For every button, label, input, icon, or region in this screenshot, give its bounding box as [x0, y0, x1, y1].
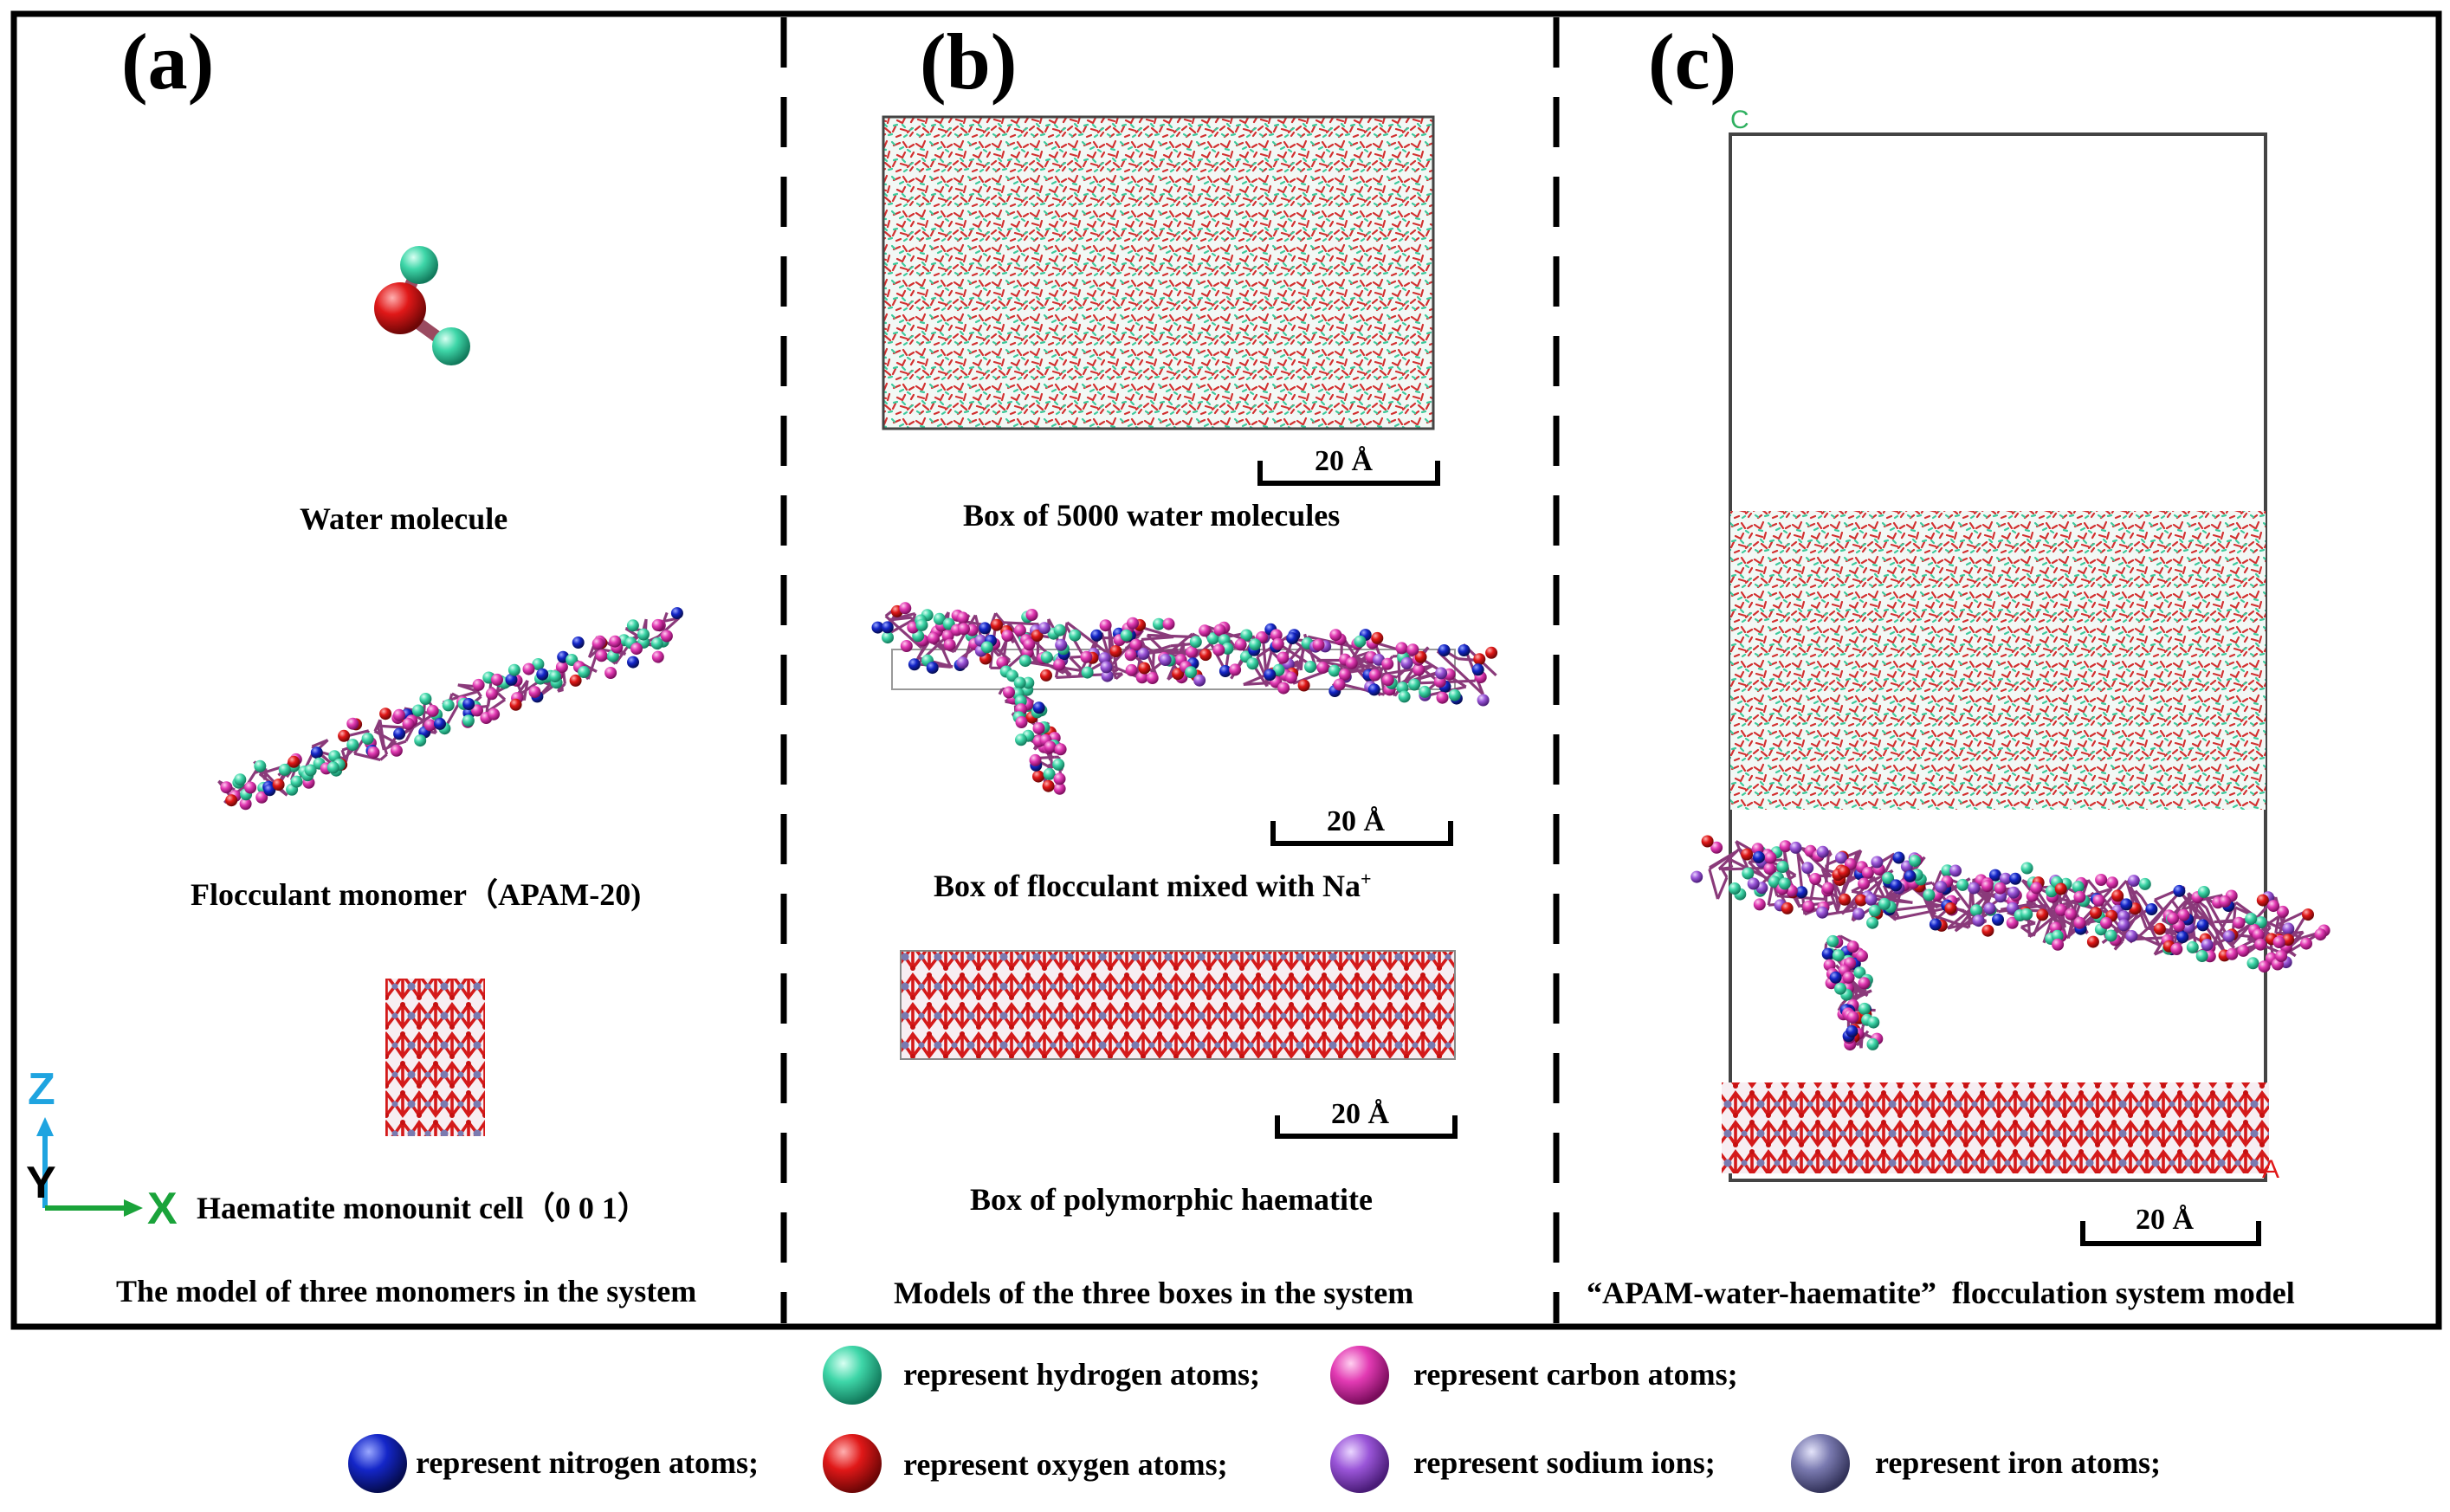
scale-bar-flocculant-box	[1270, 821, 1453, 846]
axis-z-label: Z	[28, 1064, 55, 1115]
flocculant-monomer-model	[217, 607, 683, 811]
scale-label-haematite-box: 20 Å	[1331, 1098, 1390, 1130]
haematite-box-model	[900, 950, 1456, 1060]
cell-corner-a-label: A	[2262, 1155, 2280, 1184]
panel-b-bottom-caption: Models of the three boxes in the system	[894, 1276, 1414, 1310]
scale-label-flocculant-box: 20 Å	[1327, 805, 1386, 837]
carbon-sphere-icon	[1330, 1346, 1389, 1405]
figure-frame	[10, 10, 2442, 1330]
water-box-model	[882, 115, 1435, 430]
scale-bar-water-box	[1257, 461, 1440, 486]
panel-c-label: (c)	[1648, 17, 1737, 106]
nitrogen-sphere-icon	[348, 1434, 407, 1493]
haematite-box-caption: Box of polymorphic haematite	[970, 1182, 1373, 1217]
water-molecule-caption: Water molecule	[300, 501, 508, 536]
cell-corner-c-label: C	[1730, 106, 1749, 134]
scale-bar-haematite-box	[1275, 1115, 1458, 1139]
system-water-layer	[1730, 511, 2266, 810]
scale-label-system: 20 Å	[2136, 1204, 2195, 1236]
panel-a-label: (a)	[121, 17, 215, 106]
haematite-unit-cell-model	[385, 979, 485, 1136]
scale-label-water-box: 20 Å	[1315, 445, 1374, 477]
flocculant-box-caption: Box of flocculant mixed with Na+	[934, 868, 1372, 903]
legend-iron-label: represent iron atoms;	[1875, 1445, 2161, 1480]
hydrogen-sphere-icon	[823, 1346, 882, 1405]
panel-a-bottom-caption: The model of three monomers in the syste…	[116, 1274, 697, 1308]
scale-bar-system	[2080, 1221, 2261, 1246]
haematite-cell-caption: Haematite monounit cell（0 0 1）	[197, 1191, 649, 1225]
legend-oxygen-label: represent oxygen atoms;	[903, 1447, 1228, 1482]
axis-x-label: X	[147, 1184, 178, 1234]
water-box-caption: Box of 5000 water molecules	[963, 498, 1341, 533]
sodium-sphere-icon	[1330, 1434, 1389, 1493]
system-flocculant-layer	[1690, 835, 2330, 1051]
axis-triad	[36, 1117, 143, 1217]
panel-b-label: (b)	[920, 17, 1018, 106]
water-molecule-model	[374, 246, 470, 365]
legend-nitrogen-label: represent nitrogen atoms;	[416, 1445, 759, 1480]
iron-sphere-icon	[1791, 1434, 1850, 1493]
legend-carbon-label: represent carbon atoms;	[1413, 1357, 1738, 1392]
flocculant-box-model	[871, 602, 1498, 795]
legend-hydrogen-label: represent hydrogen atoms;	[903, 1357, 1260, 1392]
legend-sodium-label: represent sodium ions;	[1413, 1445, 1716, 1480]
panel-c-bottom-caption: “APAM-water-haematite” flocculation syst…	[1587, 1276, 2295, 1310]
axis-y-label: Y	[26, 1158, 56, 1208]
oxygen-sphere-icon	[823, 1434, 882, 1493]
system-haematite-layer	[1722, 1082, 2269, 1173]
flocculant-monomer-caption: Flocculant monomer（APAM-20)	[191, 877, 642, 912]
